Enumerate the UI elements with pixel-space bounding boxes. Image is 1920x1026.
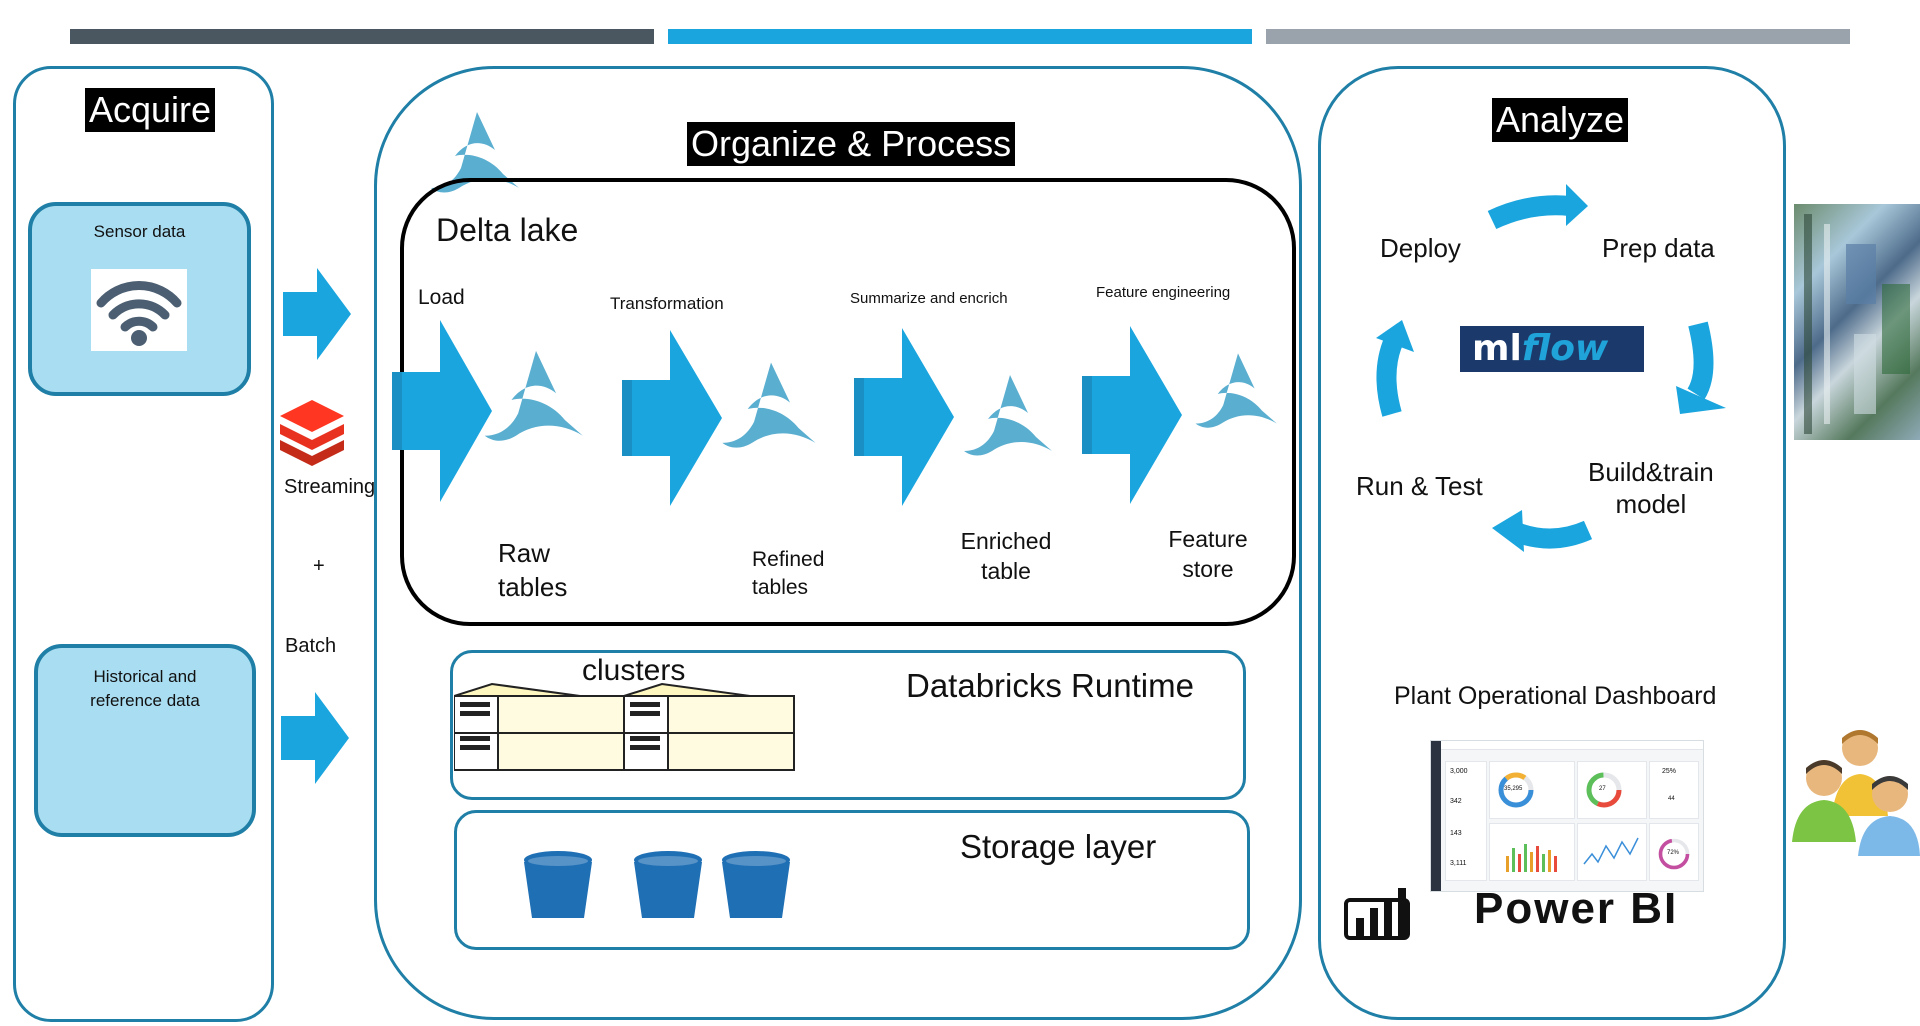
stage-label-summarize: Summarize and encrich xyxy=(850,290,1008,307)
delta-icon-raw-tables xyxy=(484,350,583,441)
output-enriched-line2: table xyxy=(981,558,1031,584)
sensor-data-label: Sensor data xyxy=(93,222,186,241)
storage-bucket-icon xyxy=(634,851,702,918)
delta-icon-feature-store xyxy=(1195,353,1277,428)
dashboard-thumbnail: 3,000 342 143 3,111 35,295 27 25% 44 xyxy=(1430,740,1704,892)
step-prep-data: Prep data xyxy=(1602,233,1715,263)
cycle-arrows xyxy=(1376,184,1726,552)
step-run-test: Run & Test xyxy=(1356,471,1483,501)
sensor-data-box: Sensor data xyxy=(28,202,251,396)
batch-label: Batch xyxy=(285,635,337,657)
dash-card-bars xyxy=(1489,823,1575,881)
output-refined-line2: tables xyxy=(752,576,809,599)
dash-card-ring: 72% xyxy=(1649,823,1699,881)
stage-label-load: Load xyxy=(418,286,465,309)
top-bar-dark xyxy=(70,29,654,44)
dash-ring-value: 72% xyxy=(1667,850,1680,856)
storage-bucket-icon xyxy=(524,851,592,918)
powerbi-label: Power BI xyxy=(1474,884,1679,933)
dash-kpi-2: 342 xyxy=(1450,798,1462,805)
dash-card-donut-2: 27 xyxy=(1577,761,1647,819)
dashboard-header xyxy=(1441,741,1703,750)
wifi-icon xyxy=(91,269,187,351)
dash-kpi-3: 143 xyxy=(1450,830,1462,837)
arrow-sensor-to-delta xyxy=(283,268,351,360)
dash-kpi-4: 3,111 xyxy=(1450,860,1467,867)
analyze-title: Analyze xyxy=(1492,98,1629,142)
output-enriched-table: Enriched table xyxy=(956,526,1056,586)
storage-label: Storage layer xyxy=(960,828,1157,865)
plus-label: + xyxy=(313,555,325,577)
storage-box xyxy=(454,810,1250,950)
arrow-batch-to-delta xyxy=(281,692,349,784)
delta-icon-refined-tables xyxy=(722,362,816,448)
organize-title: Organize & Process xyxy=(687,122,1016,166)
pipeline-arrow-feature xyxy=(1082,326,1182,504)
dash-card-kpi: 3,000 342 143 3,111 xyxy=(1445,761,1487,881)
dash-pct-value: 25% xyxy=(1662,768,1677,775)
stage-label-transformation: Transformation xyxy=(610,294,724,313)
output-refined-tables: Refined tables xyxy=(752,546,824,602)
runtime-box xyxy=(450,650,1246,800)
users-group-icon xyxy=(1792,730,1920,856)
pipeline-arrow-transformation xyxy=(622,330,722,506)
powerbi-logo-icon xyxy=(1344,888,1410,940)
output-enriched-line1: Enriched xyxy=(960,528,1052,554)
streaming-label: Streaming xyxy=(284,476,376,498)
output-raw-tables: Raw tables xyxy=(498,536,567,604)
output-feature-line2: store xyxy=(1182,556,1234,582)
pipeline-arrow-summarize xyxy=(854,328,954,506)
output-refined-line1: Refined xyxy=(752,548,825,571)
output-raw-line2: tables xyxy=(498,572,568,602)
historical-data-label: Historical and reference data xyxy=(90,667,200,710)
step-build-line1: Build&train xyxy=(1588,457,1714,487)
mlflow-logo: mlflow xyxy=(1460,326,1644,372)
databricks-logo-icon xyxy=(280,400,344,466)
top-bar-blue xyxy=(668,29,1252,44)
step-deploy: Deploy xyxy=(1380,233,1461,263)
output-raw-line1: Raw xyxy=(498,538,551,568)
mlflow-logo-flow: flow xyxy=(1521,328,1609,369)
storage-bucket-icon xyxy=(722,851,790,918)
top-bar-gray xyxy=(1266,29,1850,44)
stage-label-feature-engineering: Feature engineering xyxy=(1096,284,1231,301)
dash-donut-1-value: 35,295 xyxy=(1504,786,1523,792)
dashboard-sidebar xyxy=(1431,741,1441,891)
dash-small-value: 44 xyxy=(1668,796,1675,802)
clusters-label: clusters xyxy=(582,654,686,687)
dash-card-donut-1: 35,295 xyxy=(1489,761,1575,819)
dash-card-pct: 25% 44 xyxy=(1649,761,1699,819)
dashboard-title: Plant Operational Dashboard xyxy=(1394,682,1717,710)
acquire-title: Acquire xyxy=(85,88,216,132)
output-feature-line1: Feature xyxy=(1168,526,1248,552)
server-rack-icon xyxy=(454,682,795,771)
factory-photo xyxy=(1794,204,1920,440)
delta-lake-label: Delta lake xyxy=(436,212,579,248)
pipeline-arrow-load xyxy=(392,320,492,502)
mlflow-logo-ml: ml xyxy=(1472,328,1522,369)
output-feature-store: Feature store xyxy=(1164,524,1252,584)
delta-lake-logo-icon xyxy=(431,112,519,193)
dash-donut-2-value: 27 xyxy=(1599,786,1606,792)
delta-icon-enriched-table xyxy=(964,375,1052,456)
dash-kpi-1: 3,000 xyxy=(1450,768,1468,775)
step-build-train: Build&train model xyxy=(1588,456,1714,520)
dash-card-line xyxy=(1577,823,1647,881)
historical-data-box: Historical and reference data xyxy=(34,644,256,837)
runtime-label: Databricks Runtime xyxy=(906,667,1194,704)
step-build-line2: model xyxy=(1615,489,1687,519)
